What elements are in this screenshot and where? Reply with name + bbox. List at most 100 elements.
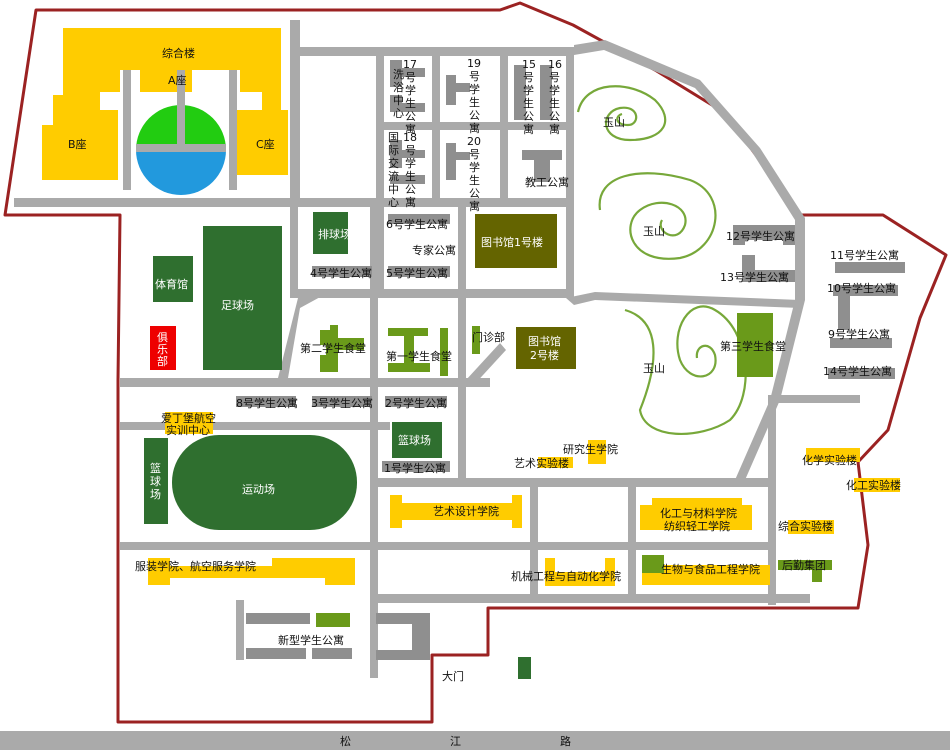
dorm-18-building	[390, 140, 425, 168]
hill-north	[576, 85, 667, 142]
dorm13-label: 13号学生公寓	[720, 270, 789, 284]
dorm8-label: 8号学生公寓	[236, 396, 298, 410]
canteen1-label: 第一学生食堂	[386, 349, 452, 363]
clinic-building	[472, 326, 480, 354]
b-zuo-label: B座	[68, 137, 87, 151]
yishu-shiyan-label: 艺术实验楼	[514, 456, 569, 470]
dorm3-label: 3号学生公寓	[311, 396, 373, 410]
chemical-materials-building	[640, 498, 752, 530]
lanqiu-small-label: 篮球场	[398, 433, 431, 447]
east-dorm-cluster: 12号学生公寓 13号学生公寓 11号学生公寓 10号学生公寓 9号学生公寓 1…	[720, 225, 905, 379]
gate-marker	[518, 657, 531, 679]
middle-north-block: 排球场 6号学生公寓 专家公寓 4号学生公寓 5号学生公寓 图书馆1号楼	[310, 212, 557, 280]
chemistry-lab-building	[806, 448, 860, 462]
dorm1-label: 1号学生公寓	[384, 461, 446, 475]
zhuanjia-label: 专家公寓	[412, 243, 456, 257]
logistics-group-building	[778, 560, 832, 582]
canteen3-label: 第三学生食堂	[720, 339, 786, 353]
yanjiusheng-label: 研究生学院	[563, 442, 618, 456]
xinxing-label: 新型学生公寓	[278, 633, 344, 647]
huagong-shiyan-label: 化工实验楼	[846, 478, 901, 492]
a-zuo-label: A座	[168, 73, 187, 87]
fangzhi-label: 纺织轻工学院	[664, 519, 730, 533]
gymnasium	[153, 256, 193, 302]
aidingbao-label-l2: 实训中心	[166, 423, 210, 437]
comprehensive-building-a	[63, 28, 281, 70]
dorm14-label: 14号学生公寓	[823, 364, 892, 378]
yundongchang-label: 运动场	[242, 482, 275, 496]
west-sports-block: 体育馆 足球场 俱乐部	[150, 226, 282, 370]
volleyball-court	[313, 212, 348, 254]
stadium-area: 篮球场 运动场	[144, 435, 357, 530]
art-lab-building	[538, 457, 573, 468]
club-building	[150, 326, 176, 370]
chemical-lab-building	[854, 478, 900, 492]
dorm6-label: 6号学生公寓	[386, 217, 448, 231]
xiyu-label: 洗浴中心	[393, 68, 404, 120]
zuqiu-label: 足球场	[221, 298, 254, 312]
c-zuo-label: C座	[256, 137, 275, 151]
shengwu-label: 生物与食品工程学院	[661, 562, 760, 576]
yushan-hills: 玉山 玉山 玉山	[576, 85, 747, 435]
canteen2-label: 第二学生食堂	[300, 341, 366, 355]
guoji-label: 国际交流中心	[388, 131, 399, 209]
dorm4-label: 4号学生公寓	[310, 266, 372, 280]
songjiang-road: 松 江 路	[0, 731, 950, 750]
dorm-16-building	[540, 65, 552, 120]
tiyuguan-label: 体育馆	[155, 277, 188, 291]
dorm-19-building	[446, 75, 470, 105]
aidingbao-label-l1: 爱丁堡航空	[161, 411, 216, 425]
dorm5-label: 5号学生公寓	[386, 266, 448, 280]
yushan-label-1: 玉山	[603, 116, 625, 129]
library-2-building	[516, 327, 576, 369]
faculty-apartment-building	[522, 150, 562, 182]
dorm9-label: 9号学生公寓	[828, 327, 890, 341]
dorm-15-building	[514, 65, 526, 120]
library2-label-l1: 图书馆	[528, 334, 561, 348]
zonghe-label: 综合楼	[162, 46, 195, 60]
canteen-2-building	[320, 325, 364, 372]
football-field	[203, 226, 282, 370]
aidingbao-building	[165, 412, 213, 434]
blue-fountain	[136, 150, 226, 195]
road-label-2: 江	[450, 735, 461, 748]
huagong-cailiao-label: 化工与材料学院	[660, 506, 737, 520]
library2-label-l2: 2号楼	[530, 348, 559, 362]
fuzhuang-label: 服装学院、航空服务学院	[135, 559, 256, 573]
comprehensive-building-complex: 综合楼 A座 B座 C座	[42, 28, 288, 195]
dorm12-label: 12号学生公寓	[726, 229, 795, 243]
comprehensive-lab-building	[788, 520, 834, 534]
art-design-building	[390, 495, 522, 528]
hill-middle	[598, 172, 717, 260]
jixie-label: 机械工程与自动化学院	[511, 569, 621, 583]
hill-south	[624, 305, 747, 435]
houqin-label: 后勤集团	[782, 558, 826, 572]
roads	[14, 20, 860, 678]
yushan-label-2: 玉山	[643, 225, 665, 238]
colleges-block: 研究生学院 艺术实验楼 化学实验楼 化工实验楼 艺术设计学院 化工与材料学院 纺…	[135, 440, 901, 586]
graduate-school-building	[588, 440, 606, 464]
central-buildings: 第二学生食堂 第一学生食堂 门诊部 图书馆 2号楼 第三学生食堂	[300, 313, 786, 377]
library1-label: 图书馆1号楼	[481, 235, 543, 249]
road-label-1: 松	[340, 734, 351, 748]
jiaogong-label: 教工公寓	[525, 175, 569, 189]
paiqiu-label: 排球场	[318, 227, 351, 241]
menzhen-label: 门诊部	[472, 330, 505, 344]
dorm10-label: 10号学生公寓	[827, 281, 896, 295]
track-field	[172, 435, 357, 530]
building-b-wing	[42, 60, 120, 180]
lanqiu-big-label: 篮球场	[150, 461, 161, 501]
library-1-building	[475, 214, 557, 268]
south-central-dorms: 8号学生公寓 3号学生公寓 2号学生公寓 篮球场 1号学生公寓 爱丁堡航空 实训…	[161, 396, 450, 475]
canteen-3-building	[737, 313, 773, 377]
mechanical-college-building	[545, 558, 615, 586]
zonghe-shiyan-label: 综合实验楼	[778, 519, 833, 533]
yishu-sheji-label: 艺术设计学院	[433, 504, 499, 518]
